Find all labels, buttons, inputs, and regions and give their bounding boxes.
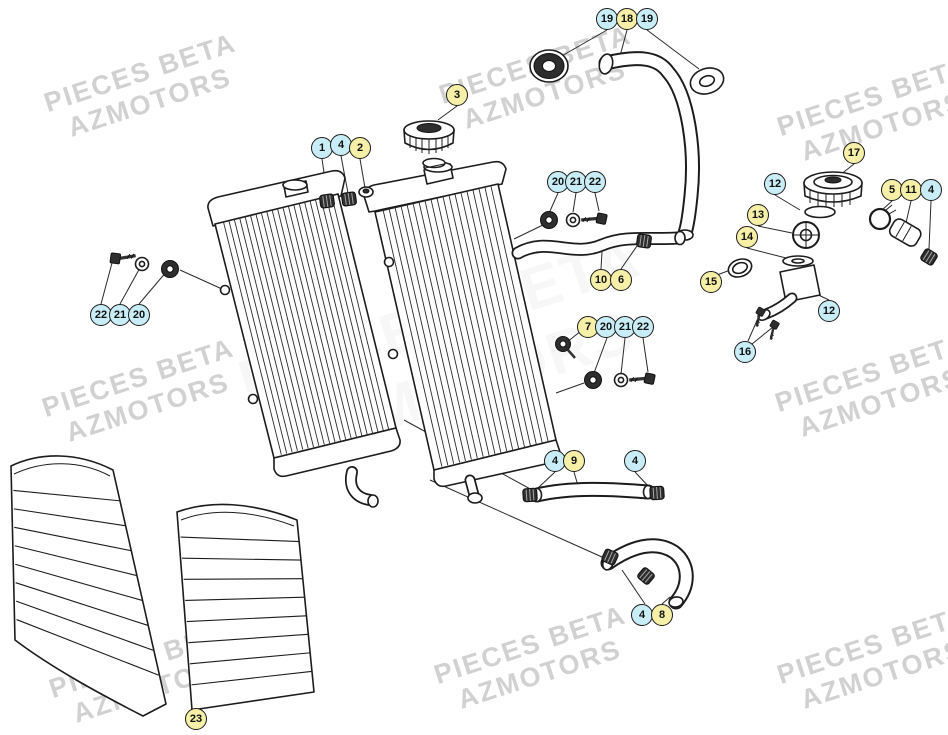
callout-4: 4 — [920, 179, 942, 201]
callout-10: 10 — [590, 269, 612, 291]
callout-11: 11 — [900, 179, 922, 201]
callout-12: 12 — [764, 173, 786, 195]
callout-4: 4 — [624, 450, 646, 472]
fitting-7 — [555, 336, 576, 359]
callout-2: 2 — [349, 137, 371, 159]
callout-12: 12 — [818, 300, 840, 322]
thermostat-clamp-ring-12 — [804, 205, 836, 219]
radiator-guard-left — [10, 455, 167, 717]
callout-22: 22 — [632, 316, 654, 338]
callout-18: 18 — [616, 8, 638, 30]
callout-22: 22 — [584, 171, 606, 193]
callout-17: 17 — [843, 142, 865, 164]
overflow-disc-right — [689, 67, 725, 95]
callout-6: 6 — [610, 269, 632, 291]
callout-16: 16 — [734, 341, 756, 363]
callout-19: 19 — [596, 8, 618, 30]
callout-9: 9 — [563, 450, 585, 472]
callout-8: 8 — [651, 604, 673, 626]
radiator-guard-right — [176, 503, 315, 711]
left-radiator — [207, 169, 401, 508]
hose-stub-11 — [888, 218, 922, 247]
filler-plug-2 — [358, 186, 374, 198]
thermostat-gasket-14 — [782, 255, 814, 267]
callout-15: 15 — [700, 271, 722, 293]
guard-right-louvers — [180, 536, 312, 686]
left-radiator-fins — [222, 195, 390, 455]
right-radiator-fins — [382, 186, 549, 467]
thermostat-housing-12 — [757, 264, 821, 322]
callout-14: 14 — [736, 226, 758, 248]
callout-21: 21 — [109, 304, 131, 326]
guard-left-louvers — [13, 489, 159, 676]
thermostat-13 — [792, 221, 820, 249]
thermostat-cap-17 — [803, 171, 863, 207]
callout-23: 23 — [185, 708, 207, 730]
right-radiator — [363, 160, 561, 504]
callout-13: 13 — [747, 204, 769, 226]
upper-hose — [511, 230, 686, 260]
overflow-grommet-left — [529, 49, 569, 83]
callout-19: 19 — [636, 8, 658, 30]
callout-20: 20 — [128, 304, 150, 326]
radiator-cap — [403, 120, 455, 169]
seal-ring-15 — [727, 258, 753, 278]
callout-20: 20 — [595, 316, 617, 338]
spring-clamp-5 — [868, 204, 897, 231]
callout-4: 4 — [631, 604, 653, 626]
callout-3: 3 — [446, 84, 468, 106]
